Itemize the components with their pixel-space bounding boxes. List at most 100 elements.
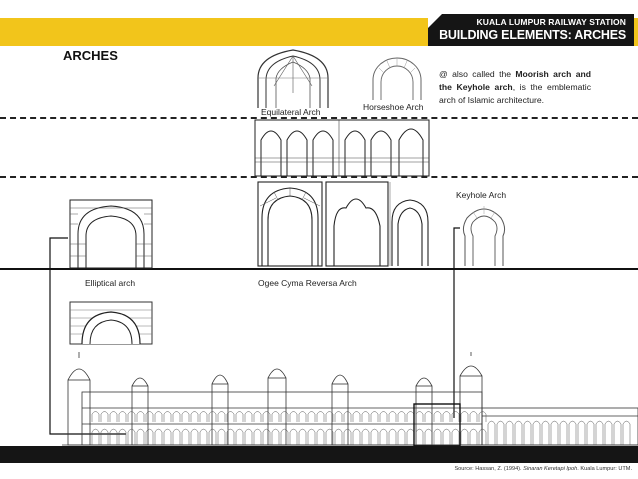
elevation-arch [415,428,424,445]
elevation-arch [469,428,478,445]
source-prefix: Source: Hassan, Z. (1994). [454,466,524,472]
elevation-window [415,411,424,422]
elevation-window [145,411,154,422]
elevation-window [361,411,370,422]
elevation-arch [361,428,370,445]
elevation-window [379,411,388,422]
dashed-rule-upper [0,117,638,119]
elevation-window [127,411,136,422]
elevation-window [271,411,280,422]
elevation-arch [208,428,217,445]
elevation-window [433,411,442,422]
elevation-window [334,411,343,422]
elevation-window [172,411,181,422]
elevation-arch [172,428,181,445]
solid-rule [0,268,638,270]
elevation-window [217,411,226,422]
elevation-window [478,411,487,422]
elevation-window [289,411,298,422]
elevation-window [199,411,208,422]
elevation-arch [397,428,406,445]
elevation-window [181,411,190,422]
label-equilateral-arch: Equilateral Arch [261,107,321,117]
label-horseshoe-arch: Horseshoe Arch [363,102,424,112]
elevation-window [226,411,235,422]
elevation-window [253,411,262,422]
elevation-window [280,411,289,422]
elevation-arch [163,428,172,445]
elevation-arch [541,420,550,445]
title-line2: BUILDING ELEMENTS: ARCHES [439,28,626,42]
elevation-arch [550,420,559,445]
elevation-arch [478,428,487,445]
elevation-arch [325,428,334,445]
elliptical-arch-drawing-lower [69,301,153,345]
elevation-arch [622,420,631,445]
source-italic: Sinaran Keretapi Ipoh [523,466,578,472]
elevation-arch [91,428,100,445]
section-title: ARCHES [63,48,118,63]
source-suffix: . Kuala Lumpur: UTM. [577,466,632,472]
elevation-arch [496,420,505,445]
elevation-window [235,411,244,422]
elevation-window [451,411,460,422]
elevation-arch [523,420,532,445]
elevation-arch [514,420,523,445]
elevation-window [118,411,127,422]
elevation-arch [424,428,433,445]
elevation-arch [136,428,145,445]
elevation-arch [604,420,613,445]
elevation-arch [442,428,451,445]
elevation-arch [568,420,577,445]
elevation-arch [145,428,154,445]
elevation-arch [289,428,298,445]
label-keyhole-arch: Keyhole Arch [456,190,507,200]
elevation-arch [271,428,280,445]
elevation-window [343,411,352,422]
elevation-window [163,411,172,422]
elevation-arch [280,428,289,445]
elevation-arch [154,428,163,445]
elevation-arch [244,428,253,445]
elevation-window [316,411,325,422]
elevation-arch [307,428,316,445]
elevation-arch [505,420,514,445]
equilateral-arch-drawing [257,49,329,108]
elevation-arch [100,428,109,445]
note-prefix: @ also called the [439,69,516,79]
dashed-rule-middle [0,176,638,178]
elevation-window [307,411,316,422]
elevation-arch [352,428,361,445]
source-citation: Source: Hassan, Z. (1994). Sinaran Keret… [454,466,632,472]
elevation-arch [262,428,271,445]
elevation-arch [595,420,604,445]
elevation-arch [532,420,541,445]
elevation-arch [379,428,388,445]
keyhole-arch-drawing [462,206,506,266]
elevation-window [388,411,397,422]
elevation-window [154,411,163,422]
station-elevation-drawing [62,352,638,447]
elevation-window [91,411,100,422]
elevation-arch [451,428,460,445]
elevation-arch [559,420,568,445]
elevation-arch [127,428,136,445]
elevation-window [370,411,379,422]
elevation-arch [217,428,226,445]
footer-bar [0,446,638,463]
elevation-window [136,411,145,422]
elevation-arch [334,428,343,445]
title-corner-notch [428,14,442,28]
elliptical-arch-drawing-upper [69,199,153,269]
elevation-window [190,411,199,422]
note-suffix: , is the emblematic arch of Islamic arch… [439,82,591,105]
label-elliptical-arch: Elliptical arch [85,278,136,288]
elevation-window [406,411,415,422]
arcade-lower-drawing [257,181,429,267]
elevation-window [469,411,478,422]
elevation-arch [181,428,190,445]
elevation-arch [118,428,127,445]
elevation-arch [109,428,118,445]
elevation-arch [316,428,325,445]
keyhole-connector [453,227,460,418]
